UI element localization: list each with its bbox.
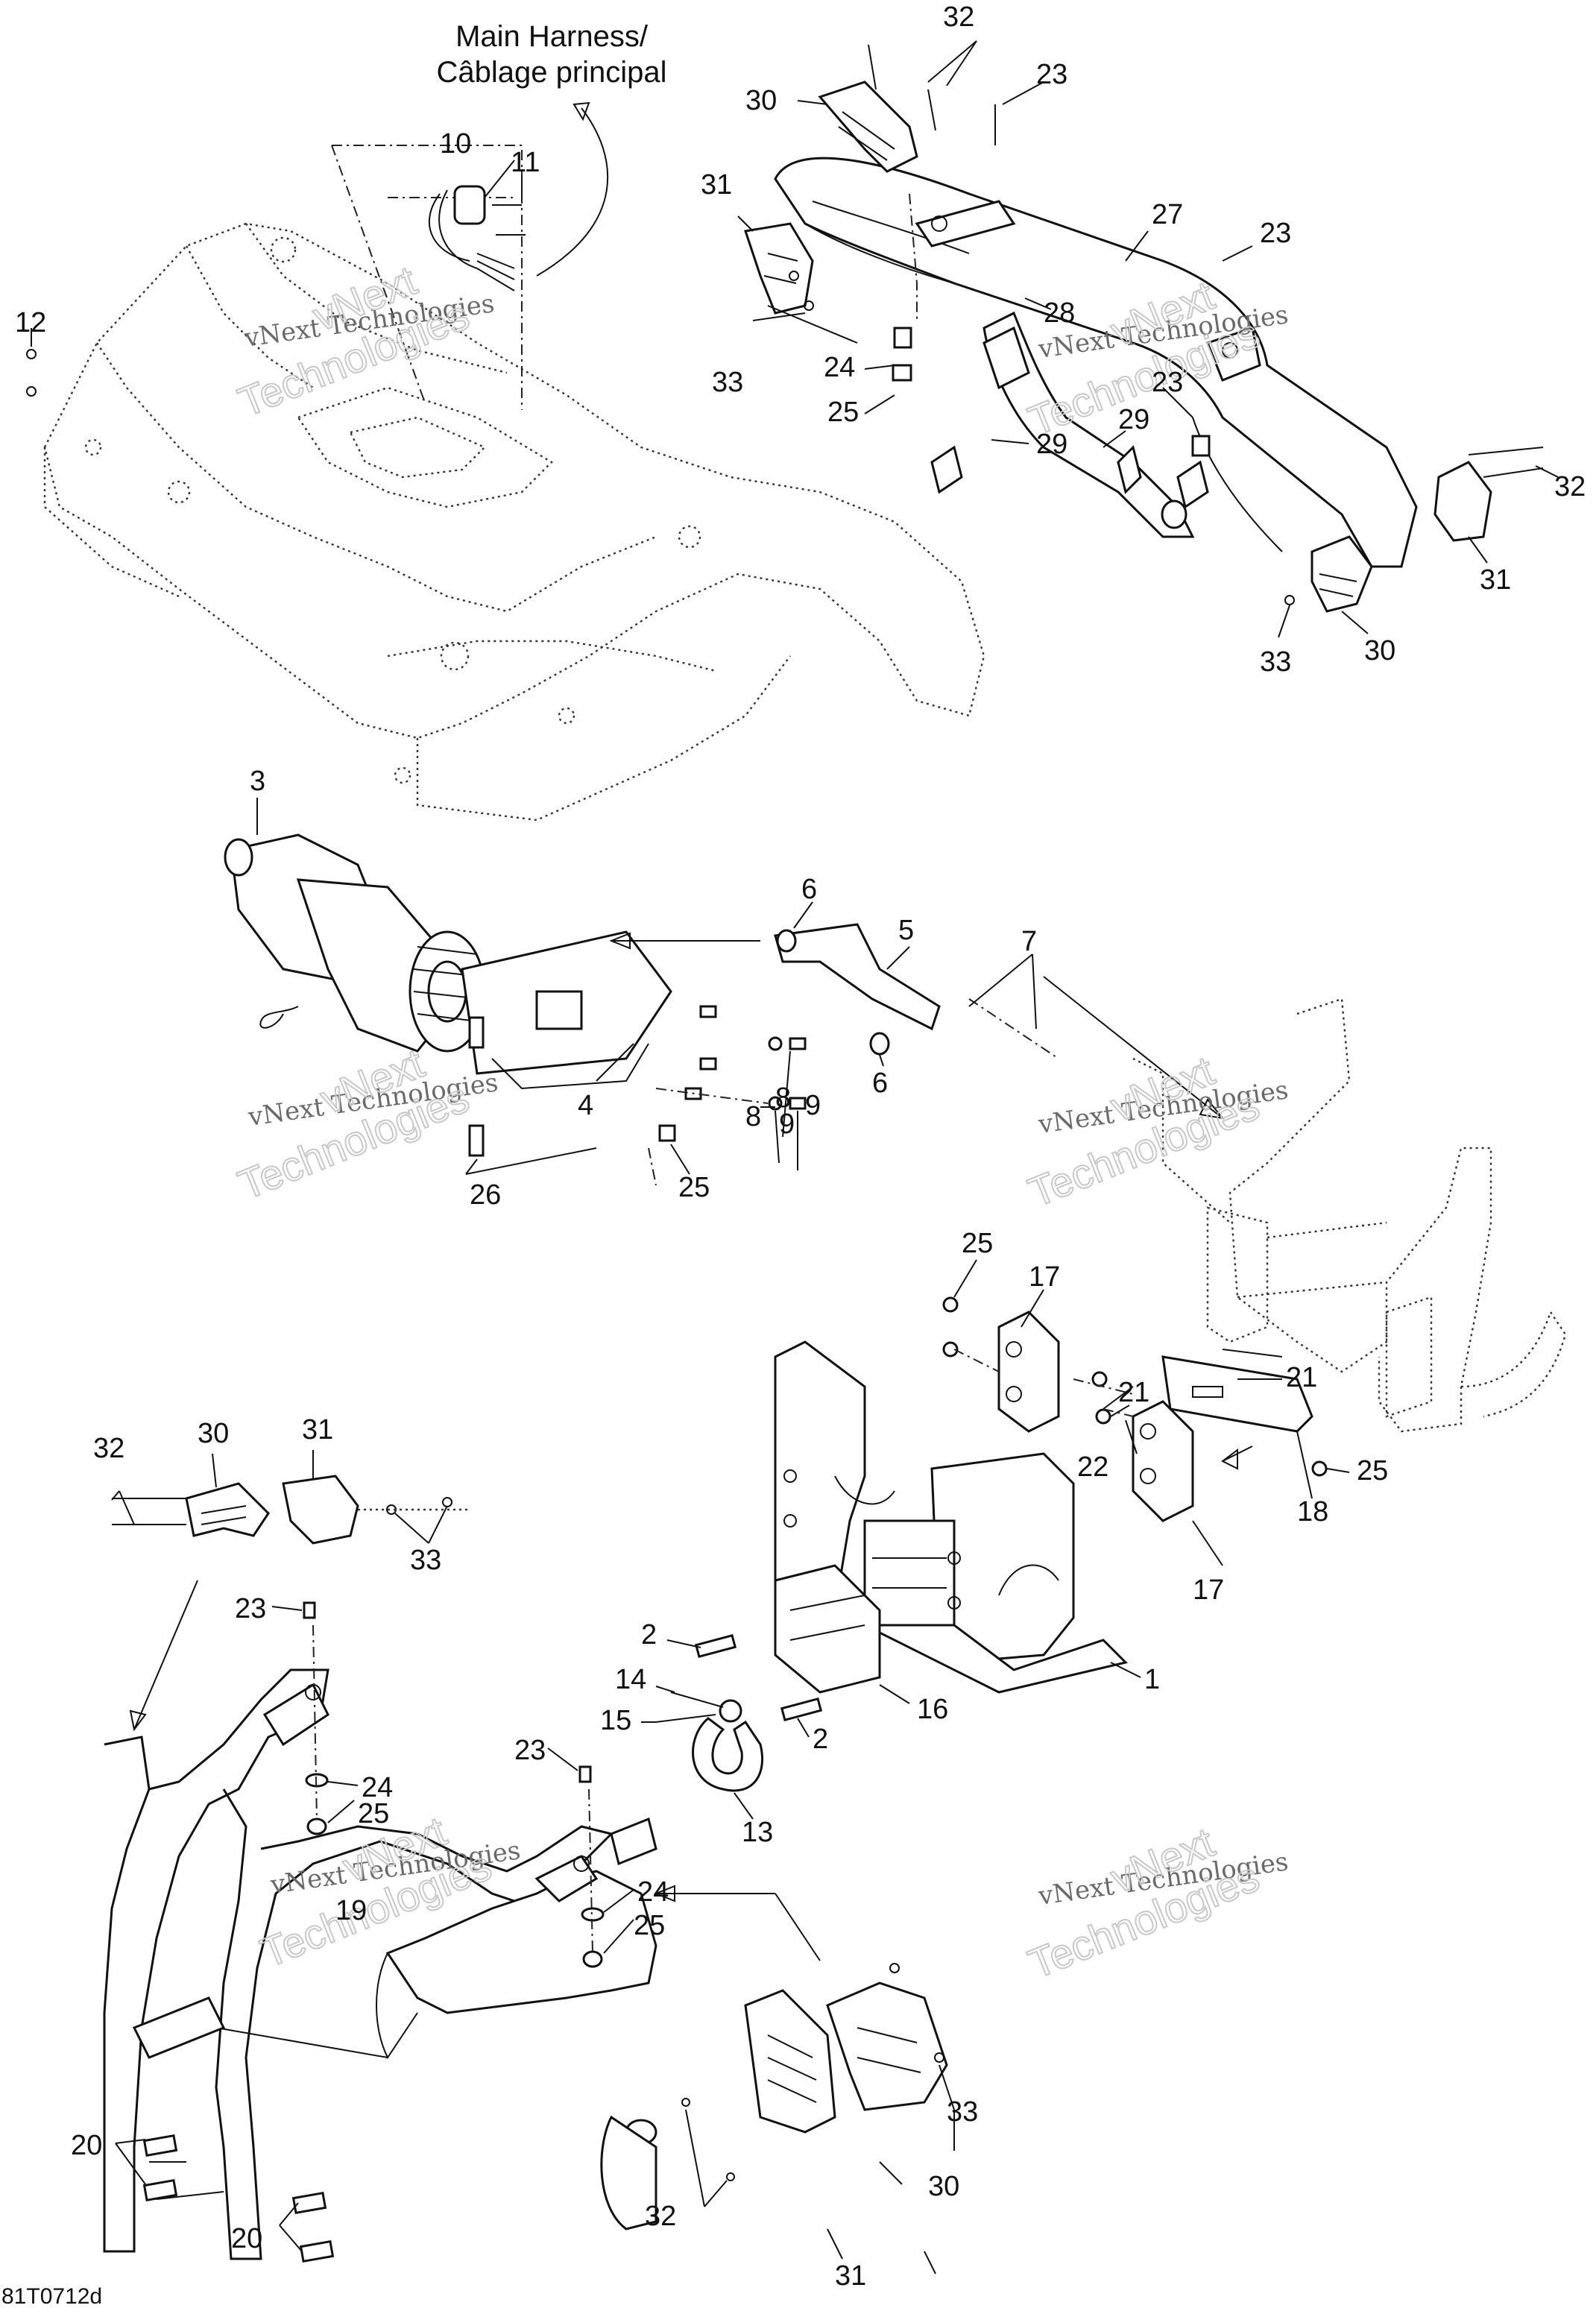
callout-31: 31 bbox=[701, 169, 732, 201]
tow-hook-assembly bbox=[655, 1633, 823, 1792]
callout-33: 33 bbox=[947, 2096, 978, 2128]
callout-3: 3 bbox=[250, 766, 265, 797]
callout-33: 33 bbox=[410, 1545, 441, 1576]
callout-32: 32 bbox=[943, 1, 974, 33]
winch-assembly bbox=[224, 833, 1225, 1186]
callout-24: 24 bbox=[362, 1772, 393, 1803]
callout-30: 30 bbox=[928, 2171, 959, 2202]
callout-25: 25 bbox=[678, 1172, 710, 1203]
callout-2: 2 bbox=[813, 1724, 828, 1755]
callout-33: 33 bbox=[712, 367, 743, 398]
callout-25: 25 bbox=[827, 397, 859, 428]
callout-32: 32 bbox=[93, 1433, 124, 1464]
upper-left-end-caps bbox=[744, 44, 996, 382]
middle-end-caps bbox=[112, 1475, 470, 1732]
callout-23: 23 bbox=[1260, 218, 1291, 249]
callout-31: 31 bbox=[1480, 564, 1511, 596]
callout-15: 15 bbox=[600, 1705, 631, 1736]
harness-connector bbox=[428, 101, 609, 291]
callout-25: 25 bbox=[1357, 1455, 1388, 1487]
lower-end-caps bbox=[681, 1963, 948, 2181]
callout-20: 20 bbox=[231, 2223, 262, 2254]
callout-9: 9 bbox=[779, 1109, 795, 1140]
callout-18: 18 bbox=[1297, 1496, 1328, 1528]
callout-10: 10 bbox=[440, 128, 471, 160]
callout-21: 21 bbox=[1118, 1377, 1149, 1408]
callout-4: 4 bbox=[578, 1090, 593, 1121]
callout-31: 31 bbox=[302, 1414, 333, 1446]
callout-13: 13 bbox=[742, 1817, 773, 1848]
front-bumper-guard bbox=[774, 1296, 1328, 1694]
callout-24: 24 bbox=[824, 352, 855, 383]
callout-17: 17 bbox=[1193, 1574, 1224, 1606]
callout-1: 1 bbox=[1144, 1664, 1160, 1695]
callout-8: 8 bbox=[745, 1101, 761, 1132]
callout-31: 31 bbox=[835, 2260, 866, 2292]
upper-right-end-caps bbox=[930, 435, 1544, 613]
callout-23: 23 bbox=[1152, 367, 1183, 398]
callout-23: 23 bbox=[235, 1593, 266, 1624]
callout-20: 20 bbox=[71, 2130, 102, 2161]
callout-32: 32 bbox=[645, 2201, 676, 2232]
callout-29: 29 bbox=[1118, 404, 1149, 435]
callout-9: 9 bbox=[805, 1090, 821, 1121]
callout-21: 21 bbox=[1286, 1362, 1317, 1393]
callout-17: 17 bbox=[1029, 1261, 1060, 1293]
callout-16: 16 bbox=[917, 1694, 948, 1725]
callout-6: 6 bbox=[801, 874, 817, 905]
callout-27: 27 bbox=[1152, 199, 1183, 230]
callout-30: 30 bbox=[1364, 635, 1395, 666]
callout-11: 11 bbox=[511, 147, 540, 178]
washers-and-nuts bbox=[303, 1601, 605, 1968]
callout-7: 7 bbox=[1021, 926, 1037, 957]
callout-25: 25 bbox=[358, 1798, 389, 1829]
front-fender-assembly bbox=[43, 145, 985, 822]
callout-6: 6 bbox=[872, 1068, 888, 1099]
callout-32: 32 bbox=[1554, 471, 1586, 502]
upper-bumper-tube bbox=[774, 157, 1418, 568]
harness-label-line1: Main Harness/ bbox=[455, 20, 649, 53]
callout-25: 25 bbox=[962, 1228, 993, 1259]
callout-numbers: 32 30 23 31 27 23 28 24 33 23 25 29 29 3… bbox=[15, 1, 1586, 2292]
callout-12: 12 bbox=[15, 307, 46, 338]
callout-23: 23 bbox=[1036, 59, 1067, 90]
callout-5: 5 bbox=[898, 915, 914, 946]
callout-33: 33 bbox=[1260, 646, 1291, 678]
callout-19: 19 bbox=[335, 1895, 367, 1926]
lower-bumper-tube bbox=[103, 1668, 821, 2263]
callout-14: 14 bbox=[615, 1664, 646, 1695]
callout-2: 2 bbox=[641, 1619, 657, 1651]
callout-29: 29 bbox=[1036, 429, 1067, 460]
callout-30: 30 bbox=[745, 85, 777, 116]
callout-23: 23 bbox=[514, 1735, 546, 1766]
callout-24: 24 bbox=[637, 1876, 669, 1908]
frame-section bbox=[1132, 997, 1567, 1433]
callout-25: 25 bbox=[634, 1910, 665, 1941]
harness-label-line2: Câblage principal bbox=[436, 56, 666, 89]
callout-30: 30 bbox=[198, 1418, 229, 1449]
callout-8: 8 bbox=[775, 1082, 791, 1114]
leader-lines bbox=[31, 40, 1559, 2274]
callout-26: 26 bbox=[470, 1179, 501, 1211]
callout-22: 22 bbox=[1077, 1451, 1108, 1483]
callout-28: 28 bbox=[1044, 297, 1075, 329]
drawing-code: 81T0712d bbox=[1, 2284, 102, 2309]
